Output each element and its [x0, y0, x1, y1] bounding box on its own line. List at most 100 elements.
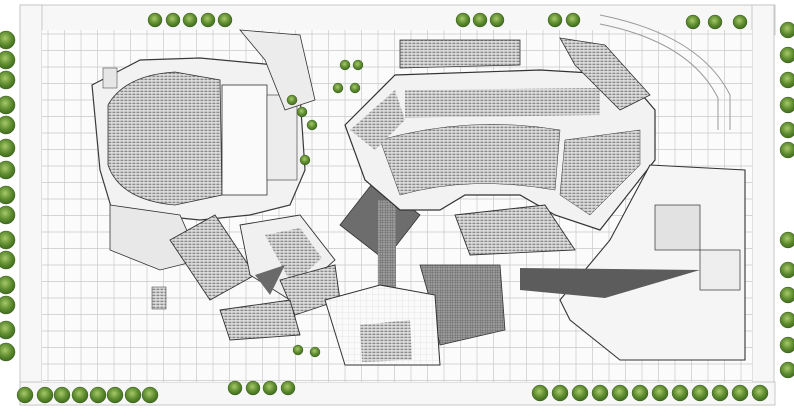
- theater-left-backstage: [266, 94, 298, 181]
- tree-icon: [0, 320, 16, 340]
- tree-icon: [779, 361, 794, 379]
- tree-icon: [332, 82, 344, 94]
- tree-icon: [0, 250, 16, 270]
- tree-icon: [779, 286, 794, 304]
- tree-icon: [0, 185, 16, 205]
- tree-icon: [611, 384, 629, 402]
- tree-icon: [349, 82, 361, 94]
- tree-icon: [691, 384, 709, 402]
- tree-icon: [227, 380, 243, 396]
- tree-icon: [89, 386, 107, 404]
- halls-mid-left: [169, 214, 341, 341]
- tree-icon: [751, 384, 769, 402]
- tree-icon: [571, 384, 589, 402]
- trees: [0, 12, 794, 404]
- tree-icon: [779, 336, 794, 354]
- dark-wedge: [255, 265, 285, 295]
- street-band-left: [19, 4, 43, 406]
- tree-icon: [286, 94, 298, 106]
- tree-icon: [779, 311, 794, 329]
- tree-icon: [53, 386, 71, 404]
- tree-icon: [71, 386, 89, 404]
- tree-icon: [306, 119, 318, 131]
- curved-road: [599, 14, 731, 130]
- tree-icon: [0, 275, 16, 295]
- tree-icon: [0, 295, 16, 315]
- tree-icon: [0, 205, 16, 225]
- tree-icon: [455, 12, 471, 28]
- tree-icon: [124, 386, 142, 404]
- bottom-center-stairs: [360, 320, 412, 362]
- tree-icon: [245, 380, 261, 396]
- stair-block-left: [151, 286, 167, 310]
- top-wing-left: [399, 39, 521, 69]
- theater-left-auditorium: [107, 71, 223, 206]
- tree-icon: [711, 384, 729, 402]
- top-connector: [239, 29, 316, 111]
- tree-icon: [0, 95, 16, 115]
- tree-icon: [292, 344, 304, 356]
- main-auditorium-seats-right: [559, 129, 641, 216]
- tree-icon: [0, 342, 16, 362]
- tree-icon: [731, 384, 749, 402]
- tree-icon: [779, 121, 794, 139]
- tree-icon: [779, 96, 794, 114]
- tree-icon: [36, 386, 54, 404]
- tree-icon: [707, 14, 723, 30]
- main-auditorium: [344, 69, 656, 231]
- tree-icon: [200, 12, 216, 28]
- tree-icon: [299, 154, 311, 166]
- tree-icon: [779, 46, 794, 64]
- hall-d: [219, 299, 301, 341]
- tree-icon: [779, 21, 794, 39]
- tree-icon: [217, 12, 233, 28]
- street-band-right: [751, 4, 775, 406]
- central-plaza: [339, 179, 506, 346]
- hall-b-seats: [265, 228, 322, 285]
- tree-icon: [531, 384, 549, 402]
- tree-icon: [0, 230, 16, 250]
- right-building-core: [654, 204, 701, 251]
- small-hall-center: [454, 204, 576, 256]
- tree-icon: [651, 384, 669, 402]
- tree-icon: [591, 384, 609, 402]
- tree-icon: [296, 106, 308, 118]
- theater-left: [91, 57, 306, 271]
- curved-road-inner: [599, 23, 719, 130]
- tree-icon: [16, 386, 34, 404]
- main-auditorium-seats-top: [405, 88, 600, 118]
- tree-icon: [141, 386, 159, 404]
- tree-icon: [106, 386, 124, 404]
- plaza-spine: [378, 200, 396, 295]
- tree-icon: [489, 12, 505, 28]
- main-auditorium-seats-left: [350, 90, 405, 150]
- tree-icon: [779, 261, 794, 279]
- tree-icon: [0, 138, 16, 158]
- theater-left-wing: [109, 204, 201, 271]
- tree-icon: [339, 59, 351, 71]
- tree-icon: [309, 346, 321, 358]
- tree-icon: [165, 12, 181, 28]
- top-wing-right: [559, 37, 651, 111]
- tree-icon: [565, 12, 581, 28]
- tree-icon: [732, 14, 748, 30]
- theater-left-stage: [221, 84, 268, 196]
- tree-icon: [0, 115, 16, 135]
- tree-icon: [671, 384, 689, 402]
- tree-icon: [0, 30, 16, 50]
- right-building-room: [699, 249, 741, 291]
- tree-icon: [779, 231, 794, 249]
- tree-icon: [547, 12, 563, 28]
- tree-icon: [472, 12, 488, 28]
- tree-icon: [0, 160, 16, 180]
- right-building: [520, 164, 746, 361]
- tree-icon: [685, 14, 701, 30]
- small-block-top: [102, 67, 118, 89]
- tree-icon: [147, 12, 163, 28]
- main-auditorium-seats-mid: [379, 124, 561, 196]
- tree-icon: [352, 59, 364, 71]
- long-dark-bar: [520, 268, 700, 298]
- tree-icon: [0, 50, 16, 70]
- tree-icon: [779, 141, 794, 159]
